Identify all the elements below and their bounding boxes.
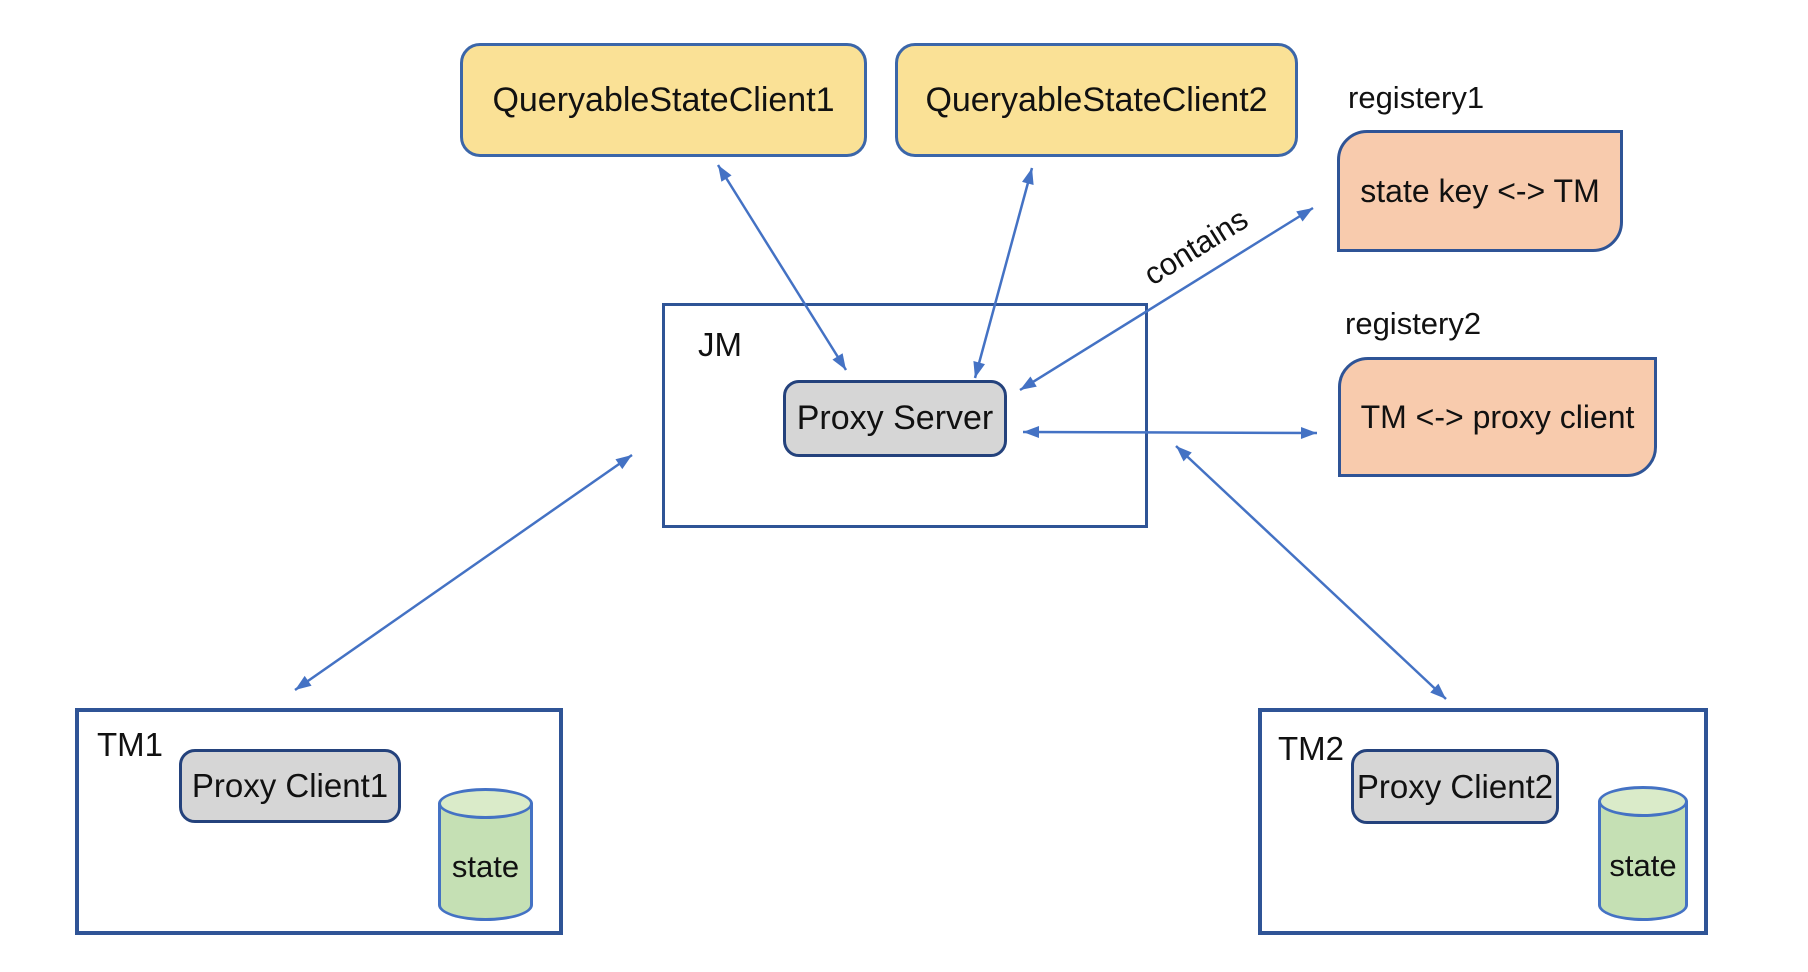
state-cylinder-1-body: state <box>438 803 533 921</box>
registry1-mapping-label: state key <-> TM <box>1360 172 1600 209</box>
proxy-client1-box: Proxy Client1 <box>179 749 401 823</box>
queryable-state-client1-box: QueryableStateClient1 <box>460 43 867 157</box>
arrow-jm-tm1 <box>294 453 633 692</box>
state-cylinder-2-body: state <box>1598 801 1688 921</box>
proxy-client2-label: Proxy Client2 <box>1356 767 1554 805</box>
state-label-2: state <box>1609 847 1677 883</box>
arrow-jm-tm2 <box>1175 445 1447 700</box>
registry2-mapping-box: TM <-> proxy client <box>1338 357 1657 477</box>
queryable-state-client2-box: QueryableStateClient2 <box>895 43 1298 157</box>
tm1-container-box: TM1 Proxy Client1 state <box>75 708 563 935</box>
proxy-server-label: Proxy Server <box>796 399 994 437</box>
state-cylinder-2: state <box>1598 786 1688 921</box>
registry2-mapping-label: TM <-> proxy client <box>1360 398 1635 435</box>
state-label-1: state <box>451 848 520 884</box>
queryable-state-client2-label: QueryableStateClient2 <box>925 80 1268 119</box>
registry1-title: registery1 <box>1348 80 1485 115</box>
contains-edge-label: contains <box>1137 201 1254 293</box>
state-cylinder-2-top-ellipse <box>1598 786 1688 817</box>
queryable-state-client1-label: QueryableStateClient1 <box>492 80 835 119</box>
jm-container-box: JM Proxy Server <box>662 303 1148 528</box>
tm1-label: TM1 <box>97 726 163 763</box>
jm-label: JM <box>698 326 742 363</box>
proxy-server-box: Proxy Server <box>783 380 1007 457</box>
tm2-container-box: TM2 Proxy Client2 state <box>1258 708 1708 935</box>
proxy-client2-box: Proxy Client2 <box>1351 749 1559 824</box>
state-cylinder-1-top-ellipse <box>438 788 533 819</box>
state-cylinder-1: state <box>438 788 533 921</box>
tm2-label: TM2 <box>1278 730 1344 767</box>
registry2-title: registery2 <box>1345 306 1482 341</box>
registry1-mapping-box: state key <-> TM <box>1337 130 1623 252</box>
proxy-client1-label: Proxy Client1 <box>191 767 389 804</box>
